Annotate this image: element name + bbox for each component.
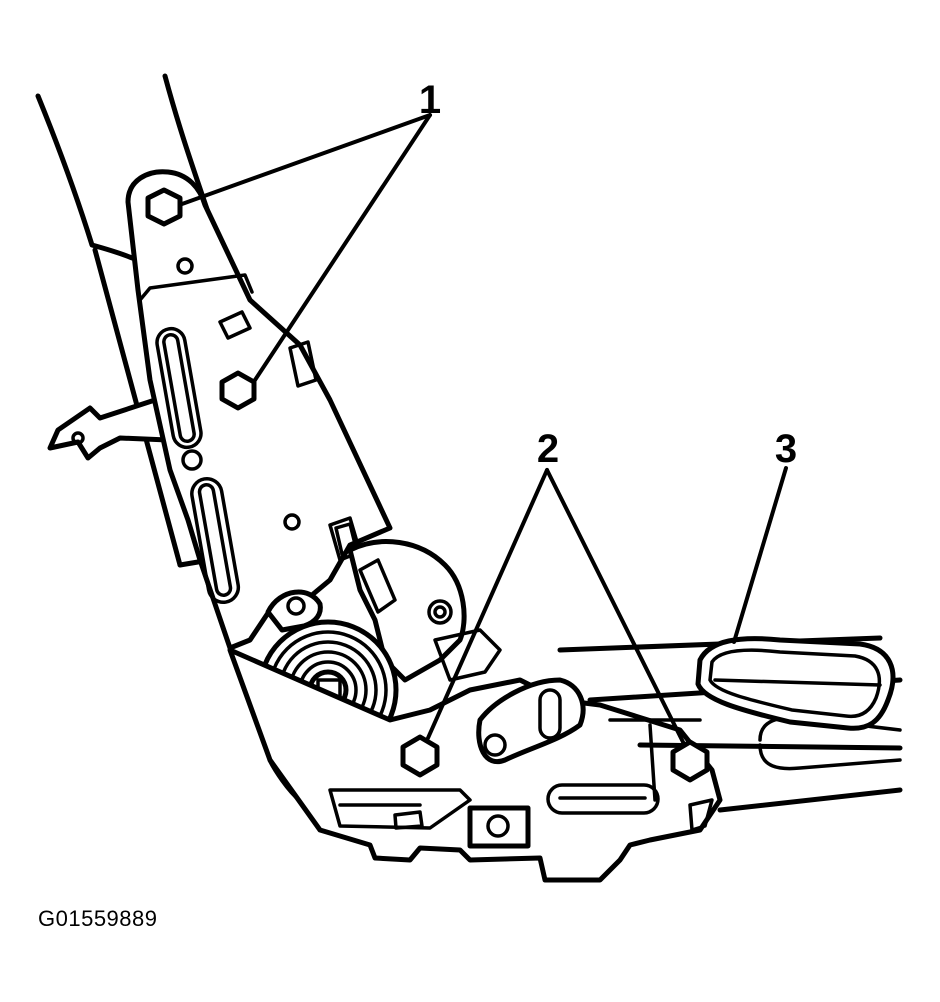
callout-2: 2 [537, 427, 559, 471]
seat-back-frame [35, 73, 225, 568]
bolt-upper-top [145, 187, 183, 227]
figure-id: G01559889 [38, 906, 158, 931]
bolt-lower-left [400, 734, 440, 778]
bolt-lower-right [670, 739, 710, 783]
recliner-handle [695, 636, 896, 731]
lower-seat-bracket [227, 647, 723, 883]
callout-1: 1 [419, 78, 441, 122]
callout-leaders [180, 113, 788, 746]
upper-recliner-bracket [125, 169, 393, 651]
callout-3: 3 [775, 427, 797, 471]
recliner-sector-plate [347, 539, 502, 683]
bolt-upper-bottom [219, 370, 257, 411]
